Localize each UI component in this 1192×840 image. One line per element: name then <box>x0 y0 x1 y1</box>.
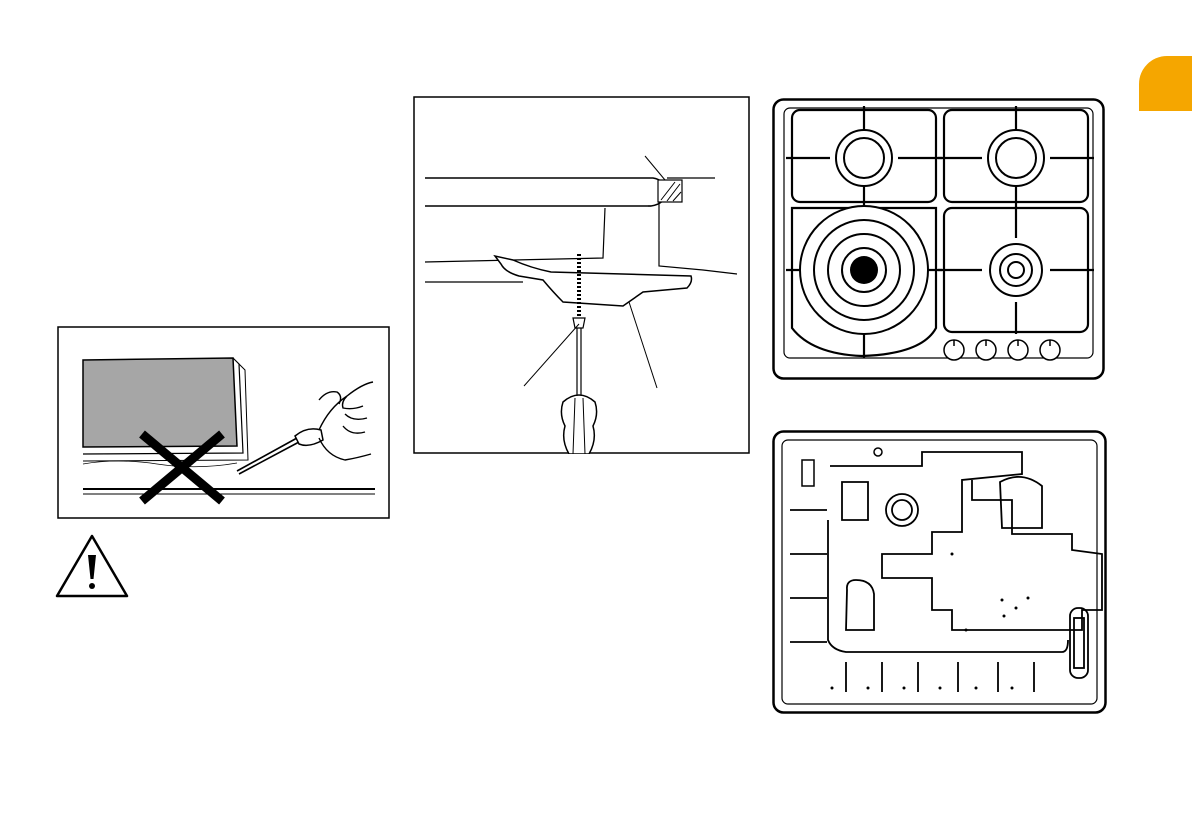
sealant-warning-figure <box>57 326 390 519</box>
bracket-fixing-figure <box>413 96 750 454</box>
warning-triangle-icon <box>54 533 130 599</box>
gas-hob-icon <box>772 98 1105 380</box>
hob-underside-icon <box>772 430 1107 714</box>
section-tab <box>1139 56 1192 111</box>
